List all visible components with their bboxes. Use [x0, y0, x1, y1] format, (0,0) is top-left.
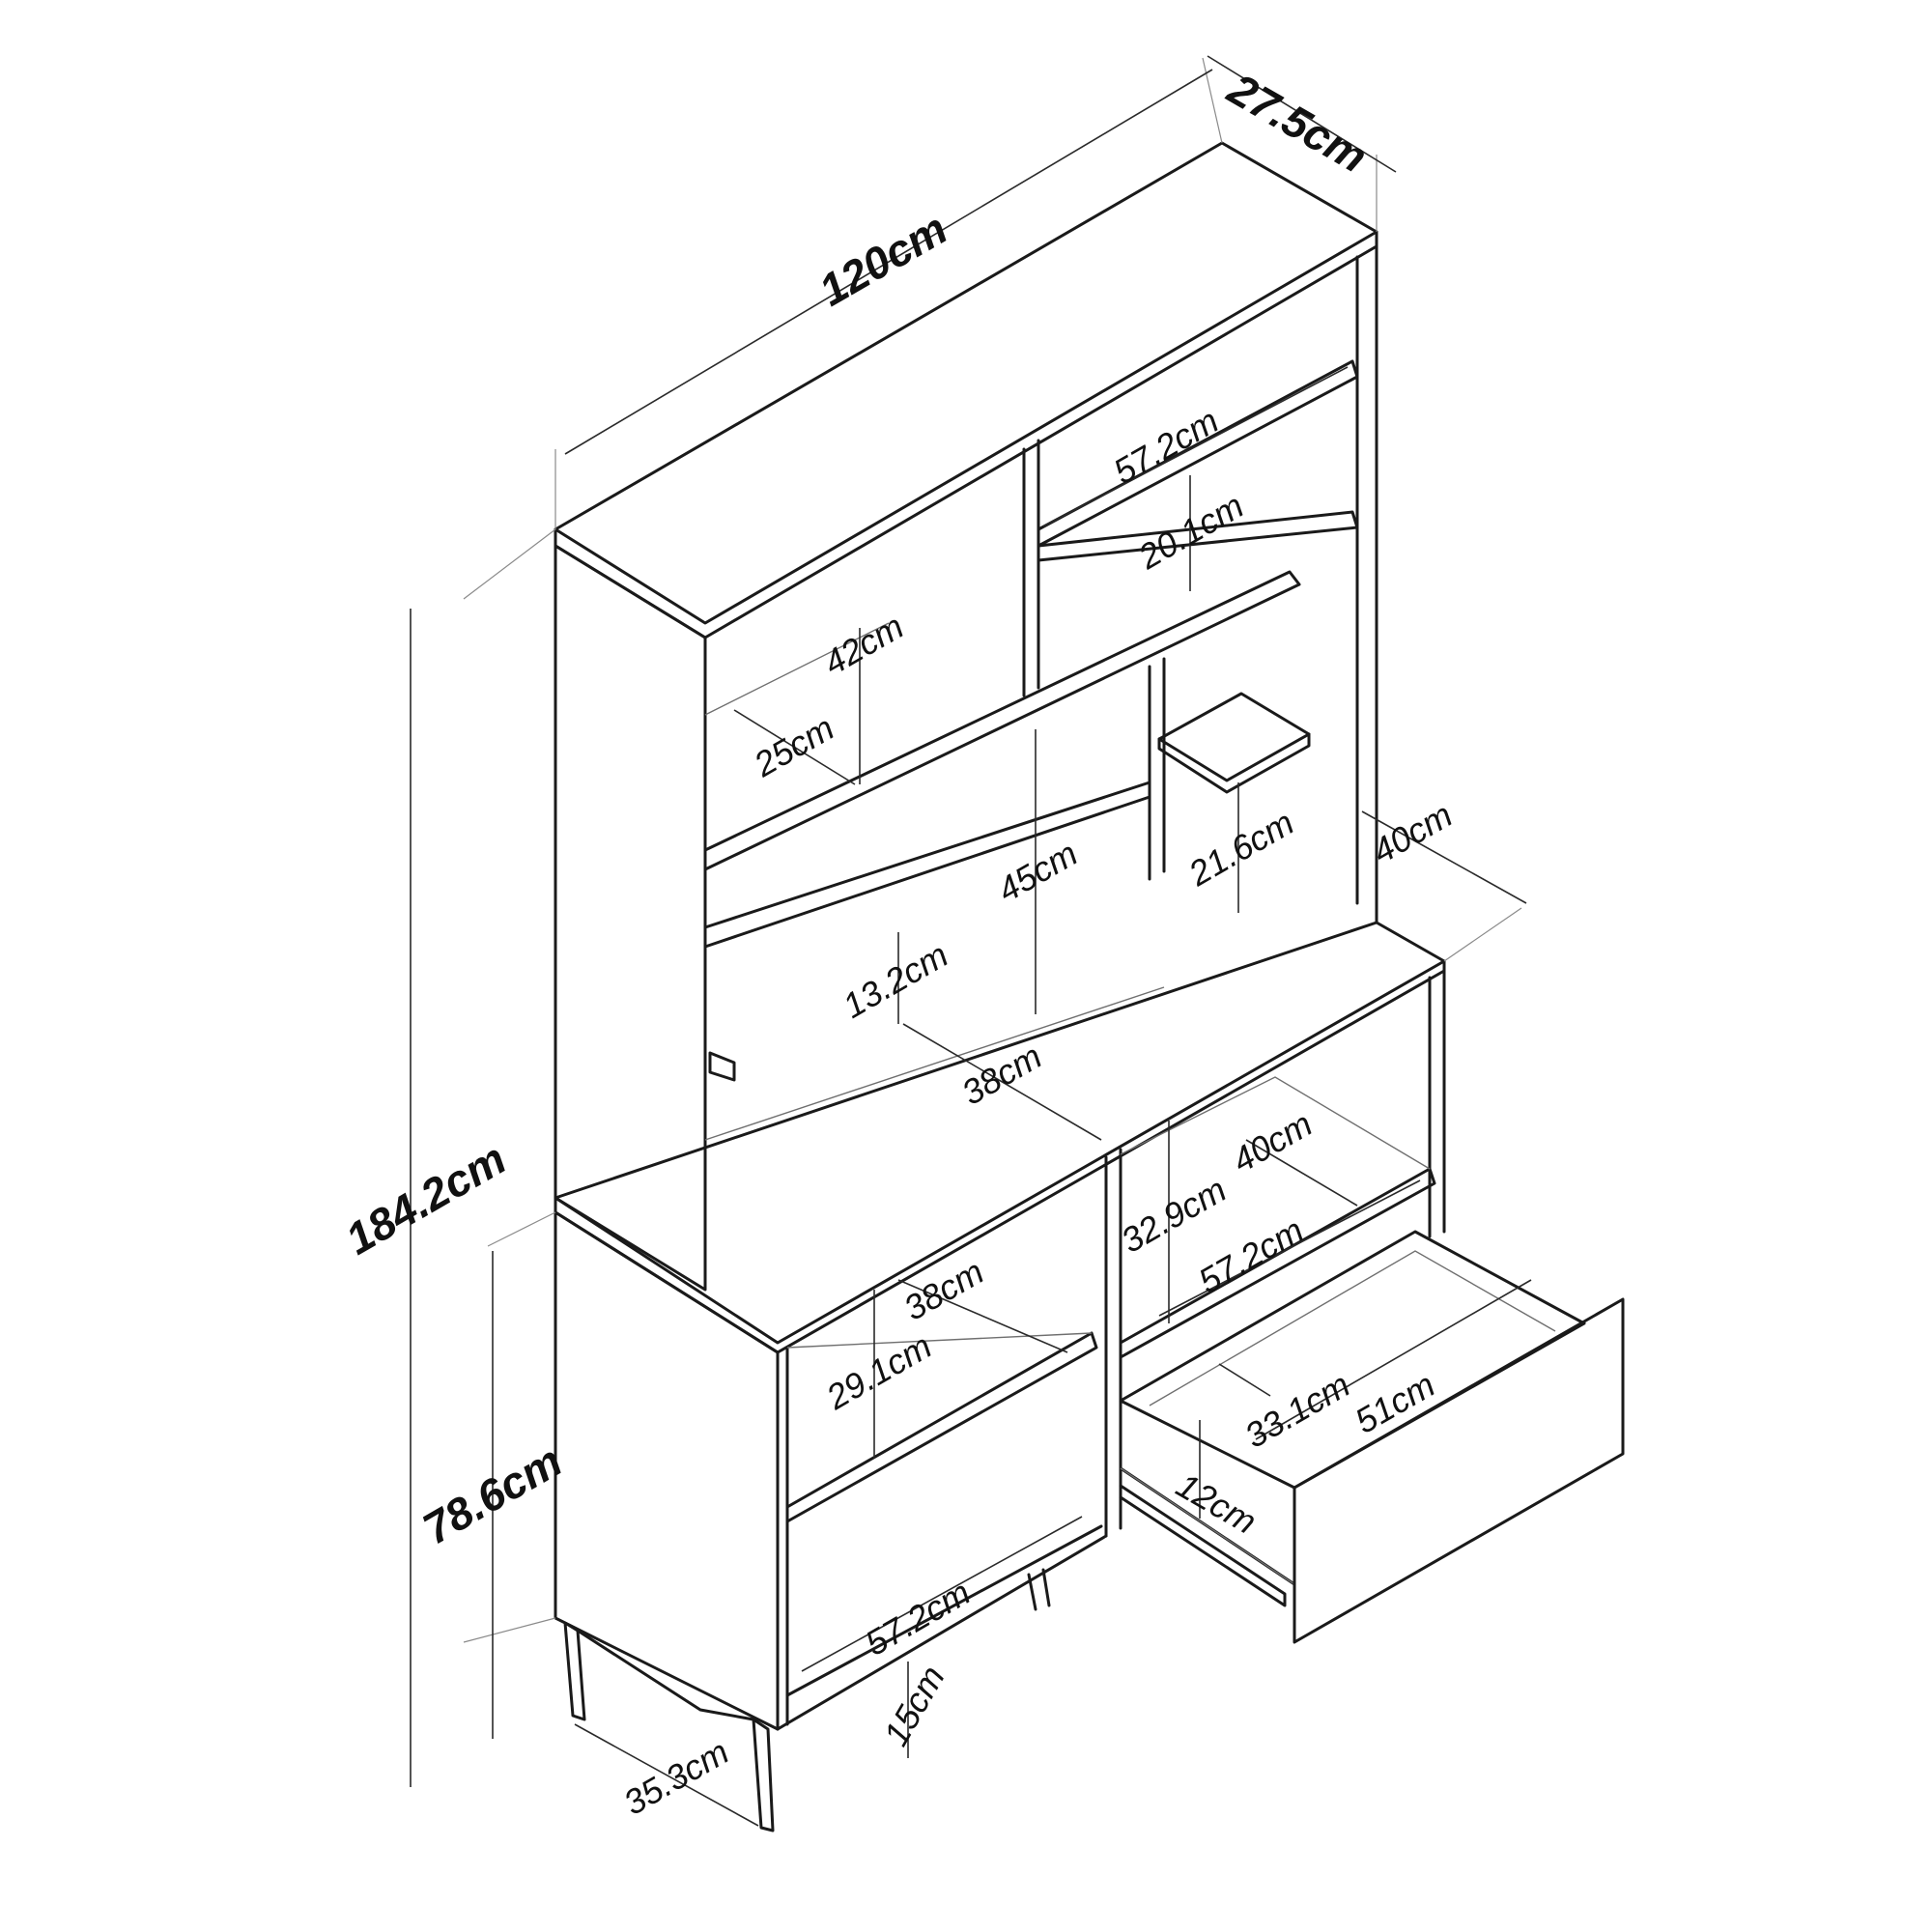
worktop-back-line — [704, 986, 1165, 1141]
label-top-depth: 27.5cm — [1219, 63, 1376, 183]
upper-left-shelf — [703, 570, 1301, 871]
label-lower-depth: 40cm — [1366, 794, 1460, 871]
label-left-upper-depth: 38cm — [897, 1251, 991, 1328]
label-total-height: 184.2cm — [337, 1133, 514, 1264]
worktop-edge — [554, 959, 1446, 1354]
label-back-rail-height: 13.2cm — [837, 934, 955, 1026]
label-total-width: 120cm — [810, 203, 955, 316]
drawer-top-opening — [1119, 1230, 1586, 1490]
drawer-runner — [1119, 1484, 1287, 1607]
drawer-inner-back — [1149, 1250, 1556, 1406]
cabinet-body — [554, 141, 1625, 1833]
middle-right-shelf — [1037, 510, 1359, 562]
leg-back-left — [563, 1621, 586, 1721]
bottom-rail — [776, 1534, 1108, 1731]
label-right-niche-height: 32.9cm — [1115, 1169, 1234, 1261]
drawer-front-panel — [1293, 1297, 1625, 1644]
drawer[interactable] — [1119, 1230, 1625, 1644]
right-niche-shelf — [1119, 1167, 1436, 1359]
back-rail — [703, 781, 1151, 949]
label-small-shelf-height: 21.6cm — [1181, 802, 1301, 894]
upper-left-back-line — [704, 622, 890, 716]
leg-front-left — [752, 1718, 775, 1833]
leg-middle-2 — [1041, 1568, 1051, 1607]
lower-left-end-panel — [554, 1210, 780, 1731]
label-drawer-height: 12cm — [1170, 1464, 1264, 1542]
label-right-niche-width: 57.2cm — [1192, 1209, 1311, 1301]
dimension-lines — [410, 55, 1532, 1827]
label-drawer-depth: 33.1cm — [1238, 1364, 1357, 1456]
label-leg-span: 35.3cm — [617, 1731, 736, 1823]
label-leg-height: 15cm — [875, 1659, 952, 1752]
small-floating-shelf — [1157, 692, 1311, 782]
bottom-board-front — [785, 1524, 1103, 1697]
upper-left-side-panel — [554, 544, 707, 1292]
lower-left-shelf — [785, 1331, 1098, 1523]
small-floating-shelf-edge — [1157, 732, 1311, 794]
rail-end-block — [708, 1051, 736, 1082]
label-top-left-compartment-depth: 25cm — [747, 707, 841, 784]
lower-left-back-depth — [786, 1332, 1093, 1349]
leg-middle — [1027, 1573, 1037, 1611]
drawer-bottom — [1120, 1467, 1295, 1585]
right-niche-back — [1120, 1076, 1431, 1170]
label-bottom-shelf-width: 57.2cm — [859, 1572, 978, 1663]
legs — [563, 1568, 1051, 1833]
label-right-niche-depth: 40cm — [1226, 1103, 1320, 1180]
leg-brace-left — [576, 1629, 755, 1721]
label-left-upper-height: 29.1cm — [819, 1325, 939, 1417]
top-right-shelf — [1037, 359, 1359, 548]
label-top-left-compartment-height: 42cm — [817, 606, 911, 683]
